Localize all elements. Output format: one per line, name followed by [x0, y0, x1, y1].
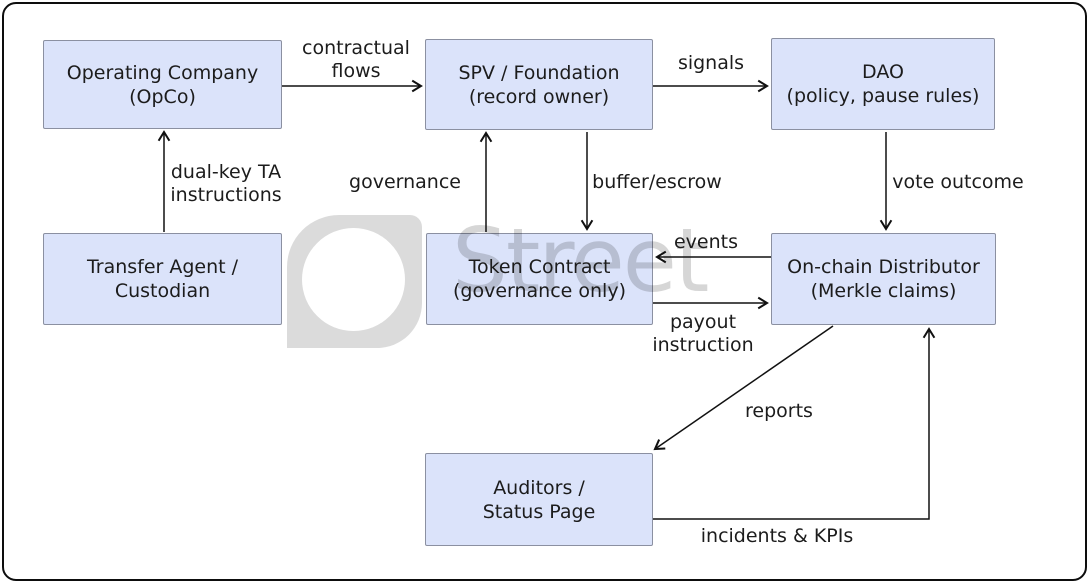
node-auditors-label-line: Auditors / [493, 476, 585, 499]
edge-label-dual-key-ta-line: instructions [170, 184, 282, 206]
edge-label-reports-line: reports [745, 400, 813, 422]
watermark-logo-icon [287, 215, 422, 348]
edge-label-events: events [674, 231, 738, 254]
edge-label-incidents-kpis-line: incidents & KPIs [700, 525, 854, 547]
node-dao: DAO(policy, pause rules) [771, 38, 995, 130]
node-token-contract-label-line: Token Contract [468, 256, 611, 278]
node-auditors: Auditors /Status Page [425, 453, 653, 546]
edge-label-buffer-escrow: buffer/escrow [592, 171, 722, 194]
node-transfer-agent-label-line: Transfer Agent / [86, 256, 239, 278]
edge-arrow-incidents-kpis [653, 327, 936, 520]
edge-label-payout-instruction-line: instruction [652, 334, 754, 356]
node-operating-company-label-line: (OpCo) [129, 85, 196, 108]
edge-label-signals: signals [678, 52, 744, 75]
edge-label-reports: reports [745, 400, 813, 423]
edge-label-contractual-flows-line: flows [331, 60, 381, 82]
watermark-logo-hole [302, 228, 405, 331]
node-onchain-distributor-label-line: On-chain Distributor [787, 256, 980, 278]
node-spv-foundation: SPV / Foundation(record owner) [425, 39, 653, 130]
edge-label-buffer-escrow-line: buffer/escrow [592, 171, 722, 193]
edge-label-incidents-kpis: incidents & KPIs [701, 525, 854, 548]
node-transfer-agent-label-line: Custodian [114, 280, 211, 302]
node-onchain-distributor: On-chain Distributor(Merkle claims) [771, 233, 996, 325]
edge-label-payout-instruction-line: payout [669, 311, 737, 333]
node-token-contract-label-line: (governance only) [452, 280, 626, 302]
watermark-text: Street [452, 209, 709, 312]
edge-label-events-line: events [673, 231, 739, 253]
edge-label-contractual-flows-line: contractual [302, 37, 410, 59]
node-auditors-label-line: Status Page [482, 500, 596, 523]
node-token-contract: Token Contract(governance only) [426, 233, 653, 325]
node-spv-foundation-label-line: SPV / Foundation [458, 61, 620, 84]
edge-label-governance: governance [349, 171, 461, 194]
node-operating-company: Operating Company(OpCo) [43, 40, 282, 129]
edge-label-dual-key-ta-line: dual-key TA [170, 161, 282, 183]
node-dao-label-line: (policy, pause rules) [786, 85, 980, 107]
node-operating-company-label-line: Operating Company [66, 61, 259, 84]
node-spv-foundation-label-line: (record owner) [468, 85, 610, 108]
node-onchain-distributor-label-line: (Merkle claims) [810, 280, 957, 302]
node-transfer-agent: Transfer Agent /Custodian [43, 233, 282, 325]
edge-label-governance-line: governance [349, 171, 461, 193]
edge-label-vote-outcome-line: vote outcome [892, 171, 1024, 193]
edge-label-signals-line: signals [677, 52, 745, 74]
edge-label-vote-outcome: vote outcome [892, 171, 1023, 194]
node-dao-label-line: DAO [862, 61, 904, 83]
